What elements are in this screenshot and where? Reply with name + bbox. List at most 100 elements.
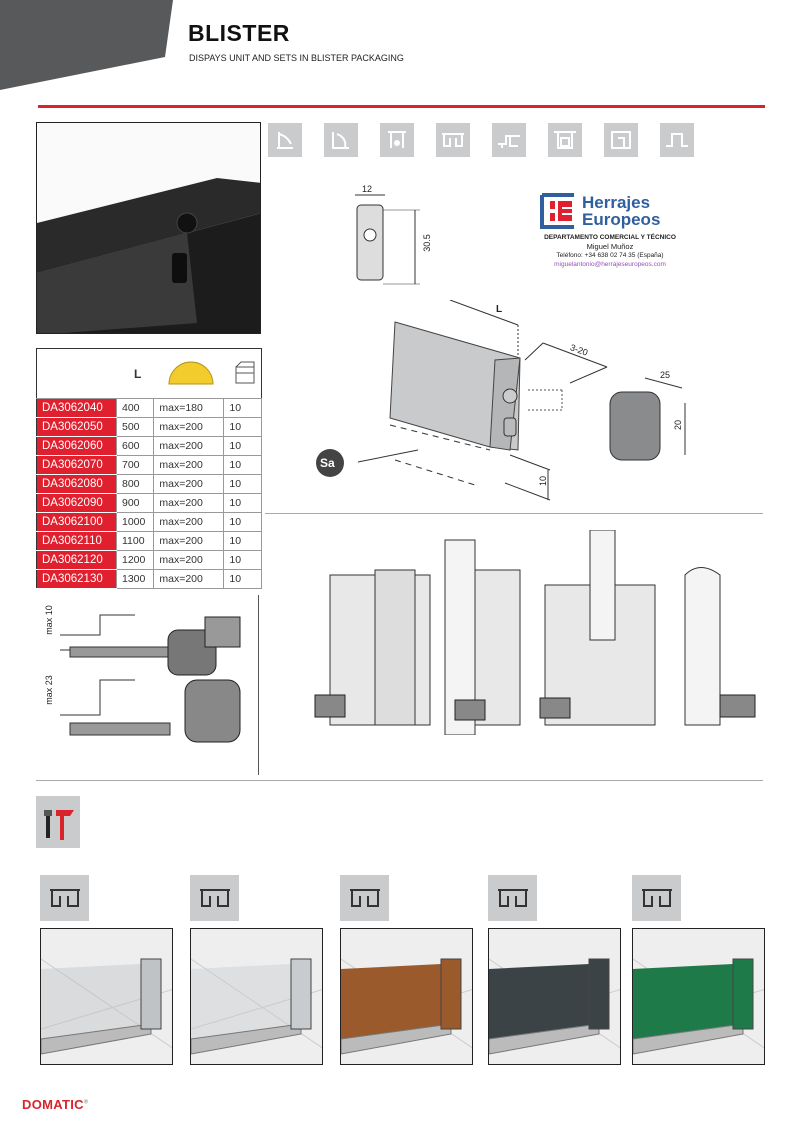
profile-section-diagram (355, 194, 420, 285)
cell-length: 1000 (116, 512, 155, 532)
cell-pack: 10 (223, 512, 262, 532)
brand-reg: ® (83, 1099, 89, 1106)
dim-max-10: max 10 (43, 605, 54, 635)
profile-u-icon (660, 123, 694, 157)
cell-cut: max=200 (153, 512, 225, 532)
cell-cut: max=200 (153, 417, 225, 437)
sa-badge-icon (316, 449, 344, 477)
dim-drop: 10 (538, 475, 549, 487)
application-image (488, 928, 621, 1065)
profile-width-label: 12 (362, 184, 373, 194)
cell-length: 400 (116, 398, 155, 418)
cell-cut: max=200 (153, 493, 225, 513)
brand-name: DOMATIC (22, 1097, 84, 1112)
brand-logo: DOMATIC® (22, 1097, 89, 1112)
bathroom-door-icon (268, 123, 302, 157)
cell-length: 800 (116, 474, 155, 494)
cell-pack: 10 (223, 531, 262, 551)
cell-pack: 10 (223, 550, 262, 570)
cell-code: DA3062070 (36, 455, 117, 475)
wood-icon (340, 875, 389, 921)
divider (36, 780, 763, 781)
dealer-name-1: Herrajes (582, 193, 651, 212)
header-shape (0, 0, 173, 90)
door-seal-icon (324, 123, 358, 157)
cell-pack: 10 (223, 455, 262, 475)
cell-pack: 10 (223, 474, 262, 494)
cell-code: DA3062090 (36, 493, 117, 513)
dealer-phone: Teléfono: +34 638 02 74 35 (España) (556, 252, 664, 259)
dealer-name-2: Europeos (582, 210, 661, 229)
cell-cut: max=200 (153, 569, 225, 589)
tools-icon (36, 796, 80, 848)
cell-pack: 10 (223, 398, 262, 418)
cell-code: DA3062120 (36, 550, 117, 570)
cell-length: 1300 (116, 569, 155, 589)
cell-cut: max=200 (153, 474, 225, 494)
installation-diagram (60, 614, 241, 743)
profile-c-icon (548, 123, 582, 157)
cell-pack: 10 (223, 417, 262, 437)
cell-code: DA3062040 (36, 398, 117, 418)
profile-d-icon (604, 123, 638, 157)
cell-code: DA3062050 (36, 417, 117, 437)
dealer-logo: Herrajes Europeos DEPARTAMENTO COMERCIAL… (540, 193, 680, 269)
divider (265, 513, 763, 514)
dim-length: L (496, 304, 503, 315)
cell-code: DA3062100 (36, 512, 117, 532)
cell-length: 1100 (116, 531, 155, 551)
cell-pack: 10 (223, 569, 262, 589)
cell-length: 900 (116, 493, 155, 513)
vertical-divider (258, 595, 259, 775)
dim-cap-width: 25 (660, 370, 671, 380)
box-icon (223, 348, 262, 399)
section-drawings (314, 530, 756, 735)
cell-length: 500 (116, 417, 155, 437)
cell-code: DA3062080 (36, 474, 117, 494)
cell-cut: max=200 (153, 436, 225, 456)
header-length: L (116, 348, 154, 399)
u-profile-icon (488, 875, 537, 921)
application-image (340, 928, 473, 1065)
aluminium-profile-icon (40, 875, 89, 921)
sa-badge-label: Sa (320, 456, 335, 470)
profile-a-icon (436, 123, 470, 157)
dealer-email[interactable]: miguelantonio@herrajeseuropeos.com (554, 261, 666, 268)
cell-pack: 10 (223, 436, 262, 456)
application-image (190, 928, 323, 1065)
cell-length: 1200 (116, 550, 155, 570)
application-image (40, 928, 173, 1065)
profile-b-icon (492, 123, 526, 157)
cell-code: DA3062060 (36, 436, 117, 456)
cell-cut: max=200 (153, 550, 225, 570)
dim-max-23: max 23 (43, 675, 54, 705)
glass-profile-icon (190, 875, 239, 921)
cell-length: 600 (116, 436, 155, 456)
dealer-contact: Miguel Muñoz (586, 242, 634, 251)
pvc-profile-icon (632, 875, 681, 921)
floor-drop-icon (380, 123, 414, 157)
application-image (632, 928, 765, 1065)
cell-pack: 10 (223, 493, 262, 513)
cell-cut: max=200 (153, 531, 225, 551)
page-title: BLISTER (188, 20, 290, 46)
saw-blade-icon (153, 348, 224, 399)
cell-code: DA3062110 (36, 531, 117, 551)
feature-icons-row (268, 123, 694, 157)
product-photo (36, 122, 261, 334)
page-subtitle: DISPAYS UNIT AND SETS IN BLISTER PACKAGI… (189, 53, 404, 63)
dim-cap-height: 20 (673, 419, 684, 431)
cell-length: 700 (116, 455, 155, 475)
cell-code: DA3062130 (36, 569, 117, 589)
cell-cut: max=180 (153, 398, 225, 418)
table-header: L (36, 348, 262, 399)
